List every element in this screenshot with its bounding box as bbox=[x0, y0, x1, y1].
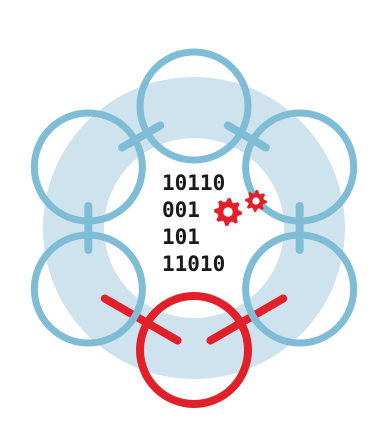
gear-icon bbox=[245, 190, 267, 212]
connector-node-bottom-right-node-bottom bbox=[206, 294, 288, 345]
binary-line-2: 001 bbox=[162, 198, 200, 222]
gear-icon bbox=[214, 198, 242, 226]
connector-group bbox=[84, 121, 304, 345]
node-top-right bbox=[242, 109, 358, 225]
binary-line-4: 11010 bbox=[162, 252, 225, 276]
node-bottom-left bbox=[30, 231, 146, 347]
node-group bbox=[30, 48, 358, 408]
node-bottom-right bbox=[242, 231, 358, 347]
node-bottom bbox=[136, 292, 252, 408]
connector-node-top-left-node-top bbox=[118, 121, 165, 152]
connector-node-top-node-top-right bbox=[223, 121, 270, 152]
connector-node-bottom-node-bottom-left bbox=[100, 294, 182, 345]
node-top-left bbox=[30, 109, 146, 225]
binary-line-1: 10110 bbox=[162, 171, 225, 195]
binary-line-3: 101 bbox=[162, 225, 200, 249]
node-top bbox=[136, 48, 252, 164]
binary-code: 10110 001 101 11010 bbox=[162, 171, 225, 276]
gears bbox=[214, 190, 267, 226]
